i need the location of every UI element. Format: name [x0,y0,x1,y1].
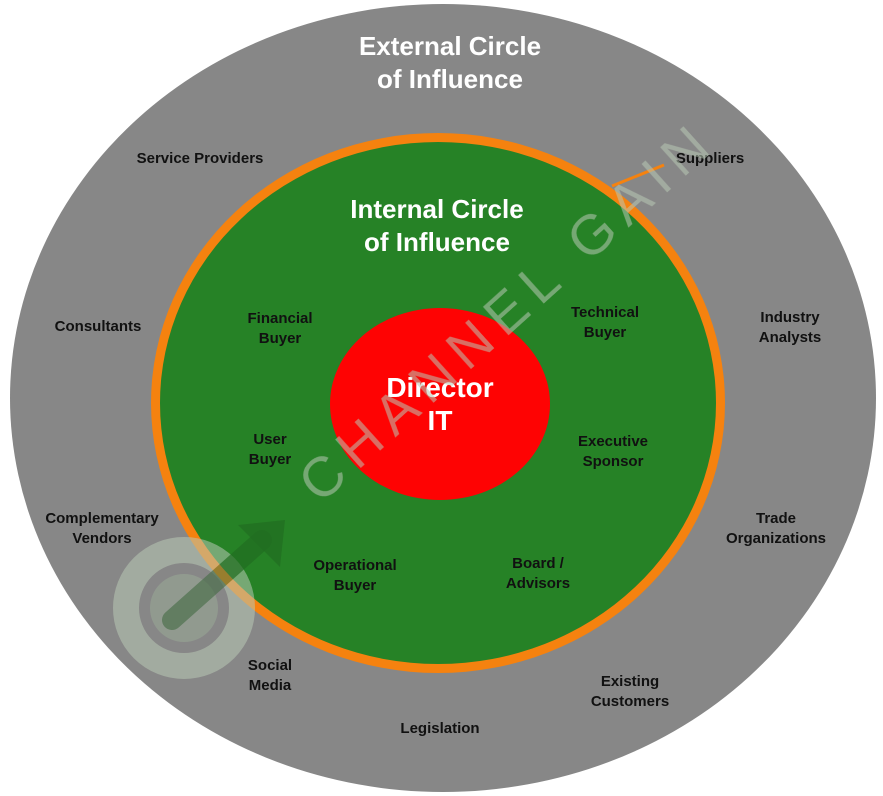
service-providers-label: Service Providers [136,150,264,167]
director-core-circle [330,308,550,500]
external-circle-title: External Circle of Influence [358,31,542,94]
user-buyer-label: User Buyer [248,431,292,468]
operational-buyer-label: Operational Buyer [313,557,397,594]
legislation-label: Legislation [400,720,480,737]
trade-organizations-label: Trade Organizations [725,510,826,547]
consultants-label: Consultants [54,318,142,335]
technical-buyer-label: Technical Buyer [570,304,640,341]
executive-sponsor-label: Executive Sponsor [577,433,649,470]
financial-buyer-label: Financial Buyer [247,310,313,347]
suppliers-label: Suppliers [675,150,745,167]
existing-customers-label: Existing Customers [590,673,670,710]
industry-analysts-label: Industry Analysts [758,309,822,346]
social-media-label: Social Media [247,657,293,694]
director-it-title: Director IT [386,372,494,436]
internal-circle-title: Internal Circle of Influence [350,194,524,257]
board-advisors-label: Board / Advisors [505,555,571,592]
complementary-vendors-label: Complementary Vendors [45,510,159,547]
